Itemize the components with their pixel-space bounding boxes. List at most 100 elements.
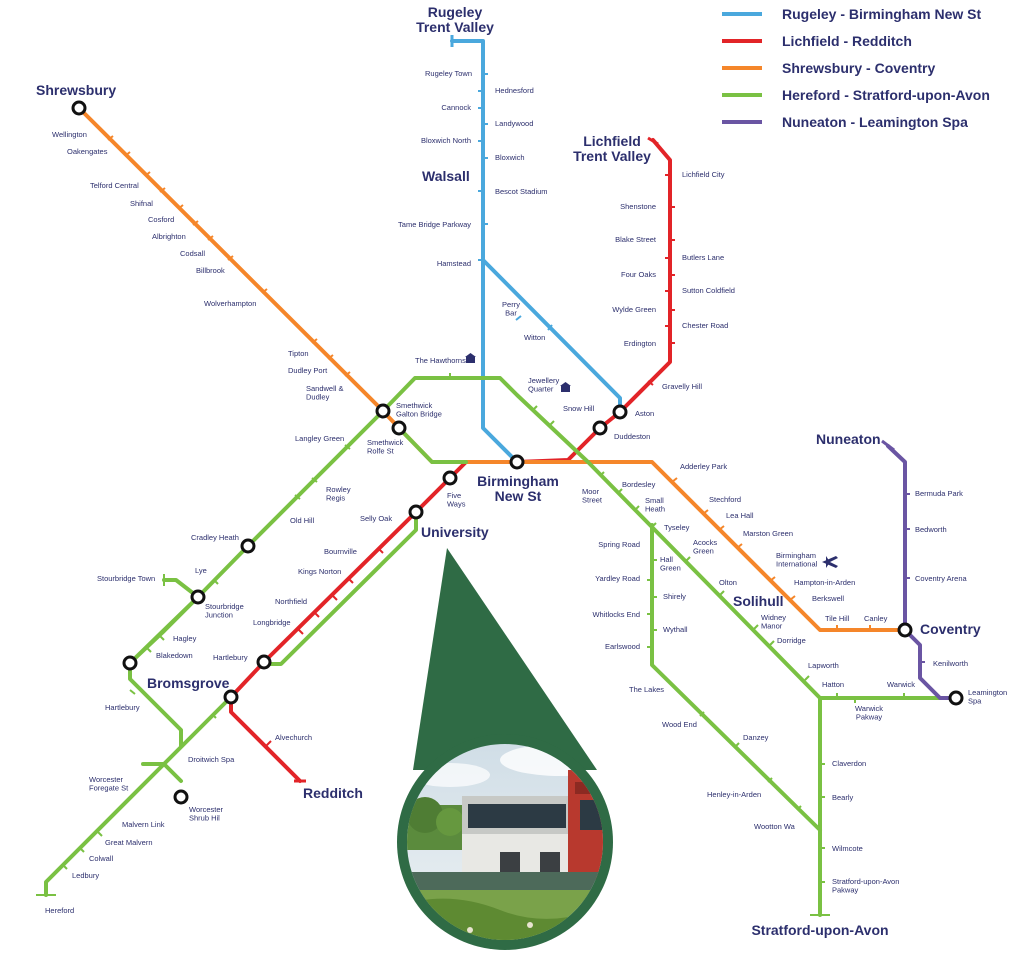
label-line: Birmingham xyxy=(477,473,559,489)
label-line: Shenstone xyxy=(620,202,656,211)
label-university: University xyxy=(421,524,489,540)
interchange-blakedown[interactable] xyxy=(122,655,138,671)
label-line: Street xyxy=(582,496,603,505)
station-northfield: Northfield xyxy=(275,597,307,606)
label-nuneaton: Nuneaton xyxy=(816,431,881,447)
interchange-stourbridge-jn[interactable] xyxy=(190,589,206,605)
station-dudley-port: Dudley Port xyxy=(288,366,328,375)
label-line: Green xyxy=(660,564,681,573)
label-line: Ways xyxy=(447,500,466,509)
station-cosford: Cosford xyxy=(148,215,174,224)
station-dorridge: Dorridge xyxy=(777,636,806,645)
interchange-worcester-shrub-hill[interactable] xyxy=(173,789,189,805)
label-line: Kenilworth xyxy=(933,659,968,668)
station-wilmcote: Wilmcote xyxy=(832,844,863,853)
label-line: Bar xyxy=(505,309,517,318)
label-line: Wellington xyxy=(52,130,87,139)
station-sutton-coldfield: Sutton Coldfield xyxy=(682,286,735,295)
label-line: Wootton Wa xyxy=(754,822,796,831)
station-shirely: Shirely xyxy=(663,592,686,601)
label-line: Rugeley Town xyxy=(425,69,472,78)
station-bournville: Bournville xyxy=(324,547,357,556)
label-line: Cosford xyxy=(148,215,174,224)
interchange-coventry[interactable] xyxy=(897,622,913,638)
label-line: Smethwick xyxy=(396,401,433,410)
label-line: Snow Hill xyxy=(563,404,595,413)
station-blake-street: Blake Street xyxy=(615,235,657,244)
label-line: Rugeley xyxy=(428,4,483,20)
station-bermuda-park: Bermuda Park xyxy=(915,489,963,498)
station-wootton: Wootton Wa xyxy=(754,822,796,831)
label-line: Small xyxy=(645,496,664,505)
label-line: Nuneaton xyxy=(816,431,881,447)
legend-item-lichfield: Lichfield - Redditch xyxy=(722,27,1022,54)
label-line: Lichfield xyxy=(583,133,641,149)
label-line: Old Hill xyxy=(290,516,315,525)
station-rugeley-town: Rugeley Town xyxy=(425,69,472,78)
interchange-university[interactable] xyxy=(408,504,424,520)
interchange-smethwick-gb[interactable] xyxy=(375,403,391,419)
label-bromsgrove: Bromsgrove xyxy=(147,675,230,691)
station-lichfield-city: Lichfield City xyxy=(682,170,725,179)
station-duddeston: Duddeston xyxy=(614,432,650,441)
station-bloxwich: Bloxwich xyxy=(495,153,525,162)
station-canley: Canley xyxy=(864,614,888,623)
station-henley: Henley-in-Arden xyxy=(707,790,761,799)
label-line: Landywood xyxy=(495,119,533,128)
label-line: The Lakes xyxy=(629,685,664,694)
label-line: Hatton xyxy=(822,680,844,689)
label-line: Butlers Lane xyxy=(682,253,724,262)
label-line: Jewellery xyxy=(528,376,560,385)
interchange-duddeston[interactable] xyxy=(592,420,608,436)
label-line: Coventry xyxy=(920,621,981,637)
legend-swatch-green xyxy=(722,92,762,97)
label-line: Hamstead xyxy=(437,259,471,268)
interchange-hartlebury[interactable] xyxy=(256,654,272,670)
interchange-birmingham-new-st[interactable] xyxy=(509,454,525,470)
station-gravelly-hill: Gravelly Hill xyxy=(662,382,702,391)
label-line: Regis xyxy=(326,494,345,503)
label-line: Birmingham xyxy=(776,551,816,560)
interchange-leamington[interactable] xyxy=(948,690,964,706)
station-four-oaks: Four Oaks xyxy=(621,270,656,279)
interchange-smethwick-rs[interactable] xyxy=(391,420,407,436)
label-line: Stourbridge Town xyxy=(97,574,155,583)
stadium-icon xyxy=(465,353,476,363)
label-line: Acocks xyxy=(693,538,717,547)
label-line: Marston Green xyxy=(743,529,793,538)
interchange-five-ways[interactable] xyxy=(442,470,458,486)
interchange-cradley-heath[interactable] xyxy=(240,538,256,554)
station-hatton: Hatton xyxy=(822,680,844,689)
station-labels: Rugeley Town Hednesford Cannock Landywoo… xyxy=(45,69,1007,915)
label-line: Spring Road xyxy=(598,540,640,549)
station-butlers-lane: Butlers Lane xyxy=(682,253,724,262)
station-danzey: Danzey xyxy=(743,733,769,742)
label-line: Shirely xyxy=(663,592,686,601)
label-line: Hall xyxy=(660,555,673,564)
interchange-shrewsbury[interactable] xyxy=(71,100,87,116)
interchange-aston[interactable] xyxy=(612,404,628,420)
station-bearly: Bearly xyxy=(832,793,854,802)
station-telford: Telford Central xyxy=(90,181,139,190)
label-line: Pakway xyxy=(832,886,859,895)
label-line: Widney xyxy=(761,613,786,622)
label-line: Tile Hill xyxy=(825,614,850,623)
interchange-bromsgrove[interactable] xyxy=(223,689,239,705)
label-line: Chester Road xyxy=(682,321,728,330)
label-line: Aston xyxy=(635,409,654,418)
label-line: Wilmcote xyxy=(832,844,863,853)
legend-label: Hereford - Stratford-upon-Avon xyxy=(782,86,990,103)
label-line: New St xyxy=(495,488,542,504)
station-claverdon: Claverdon xyxy=(832,759,866,768)
line-nuneaton-leamington xyxy=(886,444,958,700)
label-line: Adderley Park xyxy=(680,462,727,471)
legend-swatch-purple xyxy=(722,119,762,124)
legend-item-hereford: Hereford - Stratford-upon-Avon xyxy=(722,81,1022,108)
label-line: Ledbury xyxy=(72,871,99,880)
label-line: Manor xyxy=(761,622,783,631)
